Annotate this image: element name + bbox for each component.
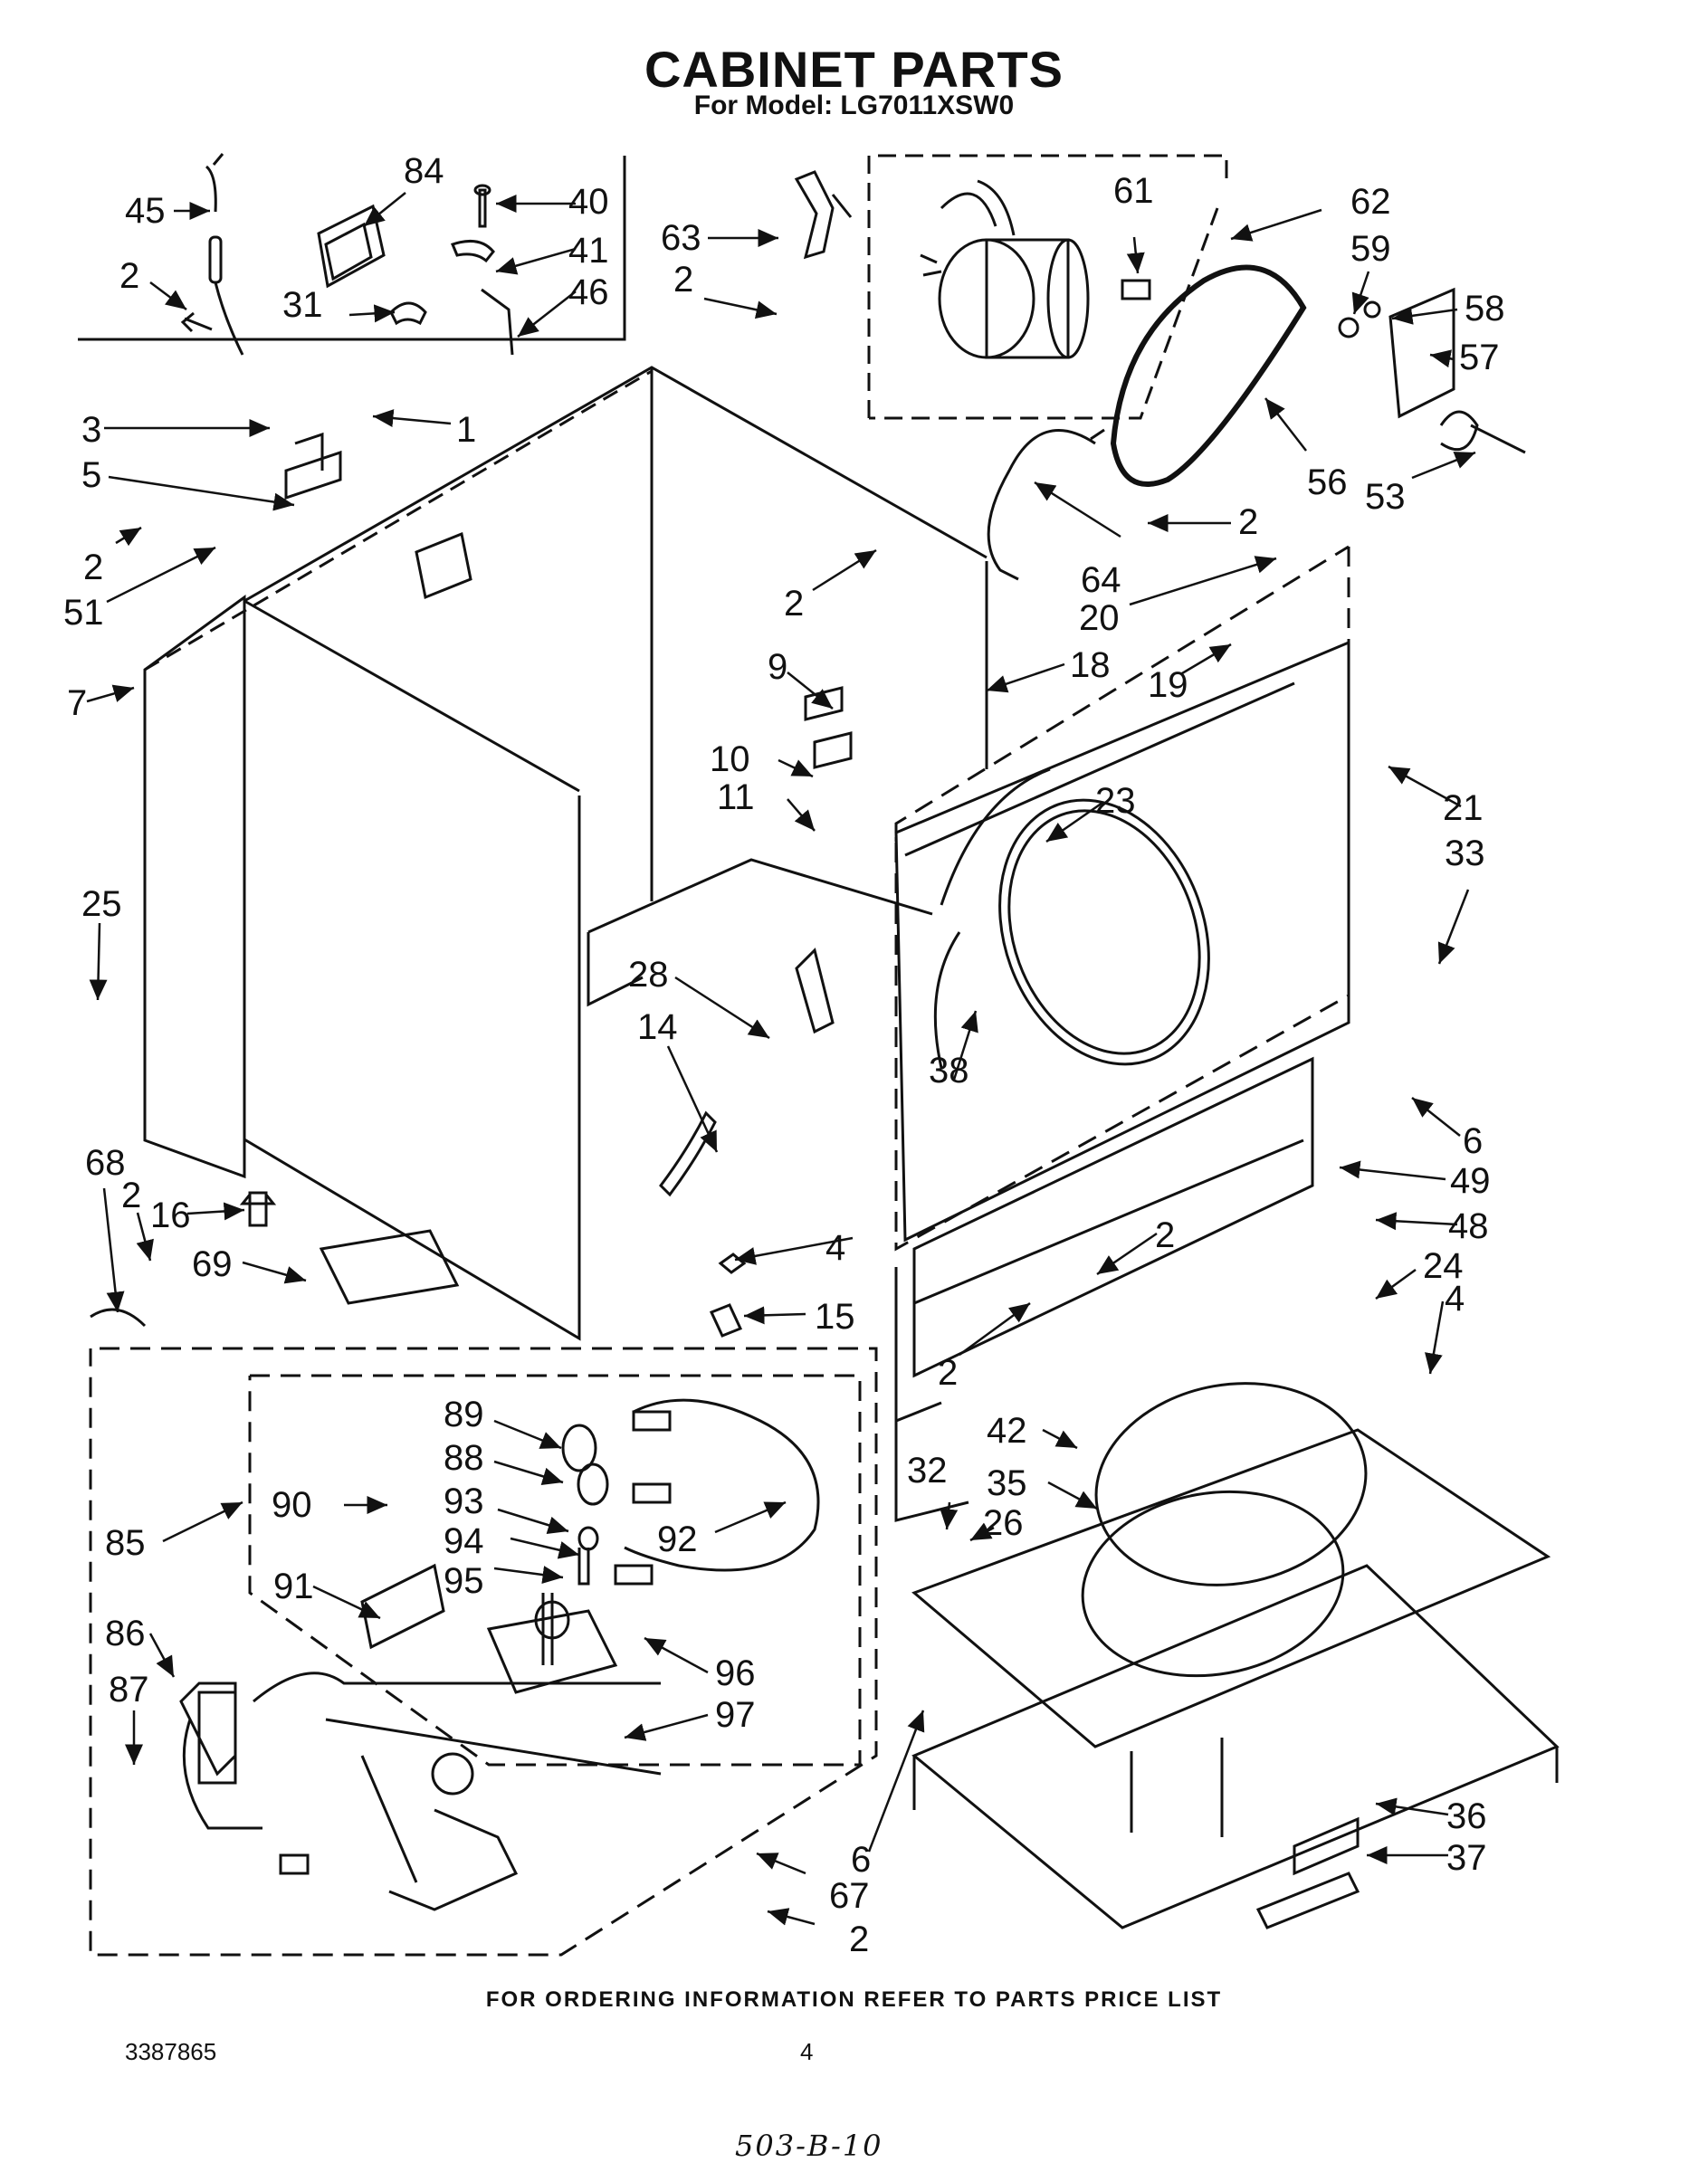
callout-41: 41 [568,231,609,271]
callout-92: 92 [657,1519,698,1559]
callout-84: 84 [404,151,444,191]
callout-23: 23 [1095,781,1136,821]
page-number: 4 [800,2038,814,2065]
callout-93: 93 [444,1481,484,1521]
callout-57: 57 [1459,338,1500,377]
callout-21: 21 [1443,788,1484,828]
front-panel [894,545,1350,1252]
callout-2: 2 [1155,1215,1175,1255]
cabinet-body [143,366,988,1341]
callout-88: 88 [444,1438,484,1478]
callout-89: 89 [444,1395,484,1434]
callout-15: 15 [815,1297,855,1337]
drive-belt [1110,264,1307,487]
callout-67: 67 [829,1876,870,1916]
callout-4: 4 [1445,1279,1465,1319]
callout-56: 56 [1307,462,1348,502]
callout-96: 96 [715,1653,756,1693]
callout-3: 3 [81,410,101,450]
callout-25: 25 [81,884,122,924]
model-subtitle: For Model: LG7011XSW0 [693,90,1015,120]
leader-lines [86,192,1476,1926]
callout-2: 2 [1238,502,1258,542]
power-cord-inset [78,153,626,356]
callout-6: 6 [851,1840,871,1880]
handwritten-code: 503-B-10 [735,2129,883,2163]
toe-panel [894,1056,1314,1424]
callout-2: 2 [849,1920,869,1959]
callout-61: 61 [1113,171,1154,211]
callout-36: 36 [1446,1796,1487,1836]
callouts: 45 84 40 41 46 2 31 63 2 61 62 59 58 57 … [63,151,1505,1959]
callout-69: 69 [192,1244,233,1284]
motor-inset [867,154,1228,420]
ground-wire [987,428,1105,581]
callout-18: 18 [1070,645,1111,685]
callout-32: 32 [907,1451,948,1491]
callout-85: 85 [105,1523,146,1563]
callout-62: 62 [1350,182,1391,222]
callout-91: 91 [273,1567,314,1606]
callout-2: 2 [938,1353,958,1393]
callout-53: 53 [1365,477,1406,517]
callout-37: 37 [1446,1838,1487,1878]
callout-31: 31 [282,285,323,325]
callout-35: 35 [987,1463,1027,1503]
callout-97: 97 [715,1695,756,1735]
callout-51: 51 [63,593,104,633]
ordering-note: FOR ORDERING INFORMATION REFER TO PARTS … [485,1987,1223,2012]
document-number: 3387865 [125,2038,217,2065]
burner-inset [89,1347,878,1957]
callout-6: 6 [1463,1121,1483,1161]
callout-64: 64 [1081,560,1121,600]
callout-68: 68 [85,1143,126,1183]
callout-26: 26 [983,1503,1024,1543]
base-assembly [894,1138,1560,1929]
callout-2: 2 [784,584,804,624]
callout-2: 2 [119,256,139,296]
callout-19: 19 [1148,665,1188,705]
callout-4: 4 [825,1228,845,1268]
callout-11: 11 [717,777,755,817]
callout-42: 42 [987,1411,1027,1451]
callout-63: 63 [661,218,701,258]
callout-87: 87 [109,1670,149,1710]
callout-46: 46 [568,272,609,312]
callout-5: 5 [81,455,101,495]
callout-49: 49 [1450,1161,1491,1201]
callout-40: 40 [568,182,609,222]
callout-2: 2 [673,260,693,300]
callout-20: 20 [1079,598,1120,638]
callout-95: 95 [444,1561,484,1601]
callout-24: 24 [1423,1246,1464,1286]
callout-2: 2 [83,548,103,587]
callout-94: 94 [444,1521,484,1561]
callout-38: 38 [929,1051,969,1091]
page-title: CABINET PARTS [644,41,1064,98]
callout-90: 90 [272,1485,312,1525]
callout-16: 16 [150,1196,191,1235]
callout-14: 14 [637,1007,678,1047]
callout-9: 9 [768,647,787,687]
callout-59: 59 [1350,229,1391,269]
callout-33: 33 [1445,834,1485,873]
callout-28: 28 [628,955,669,995]
callout-2: 2 [121,1176,141,1215]
callout-86: 86 [105,1614,146,1653]
cabinet-brackets [90,432,853,1338]
callout-1: 1 [456,410,476,450]
callout-45: 45 [125,191,166,231]
callout-10: 10 [710,739,750,779]
callout-58: 58 [1465,289,1505,329]
callout-48: 48 [1448,1206,1489,1246]
motor-bracket [794,170,853,260]
callout-7: 7 [67,683,87,723]
